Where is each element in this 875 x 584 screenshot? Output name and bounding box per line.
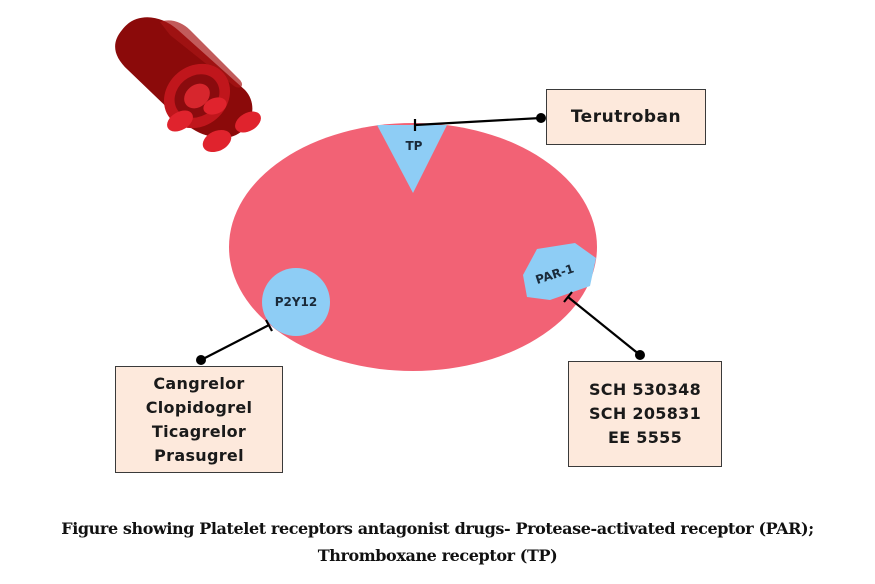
p2y12-inhibitor-line [200,324,270,361]
tp-inhibitor-line [414,116,542,127]
tp-receptor [377,125,447,193]
par1-connector-dot [635,350,645,360]
p2y12-inhibitor-bar [265,319,273,332]
tp-receptor-label: TP [406,139,423,153]
drug-terutroban: Terutroban [570,107,682,127]
drug-prasugrel: Prasugrel [154,445,244,465]
tp-drug-box: Terutroban [546,89,706,145]
drug-ee-5555: EE 5555 [607,428,683,447]
drug-ticagrelor: Ticagrelor [151,421,247,441]
drug-clopidogrel: Clopidogrel [145,397,253,417]
par1-receptor [523,243,596,300]
drug-cangrelor: Cangrelor [153,373,245,393]
tp-connector-dot [536,113,546,123]
red-blood-cell-icon [167,97,261,153]
figure-caption-line-1: Figure showing Platelet receptors antago… [61,519,814,538]
p2y12-receptor-label: P2Y12 [275,295,318,309]
par1-inhibitor-line [567,296,641,356]
drug-sch-205831: SCH 205831 [588,404,702,423]
drug-sch-530348: SCH 530348 [588,380,702,399]
p2y12-connector-dot [196,355,206,365]
p2y12-receptor [262,268,330,336]
par1-drug-box: SCH 530348 SCH 205831 EE 5555 [568,361,722,467]
par1-inhibitor-bar [563,291,573,303]
figure-caption-line-2: Thromboxane receptor (TP) [317,546,558,565]
p2y12-drug-box: Cangrelor Clopidogrel Ticagrelor Prasugr… [115,366,283,473]
